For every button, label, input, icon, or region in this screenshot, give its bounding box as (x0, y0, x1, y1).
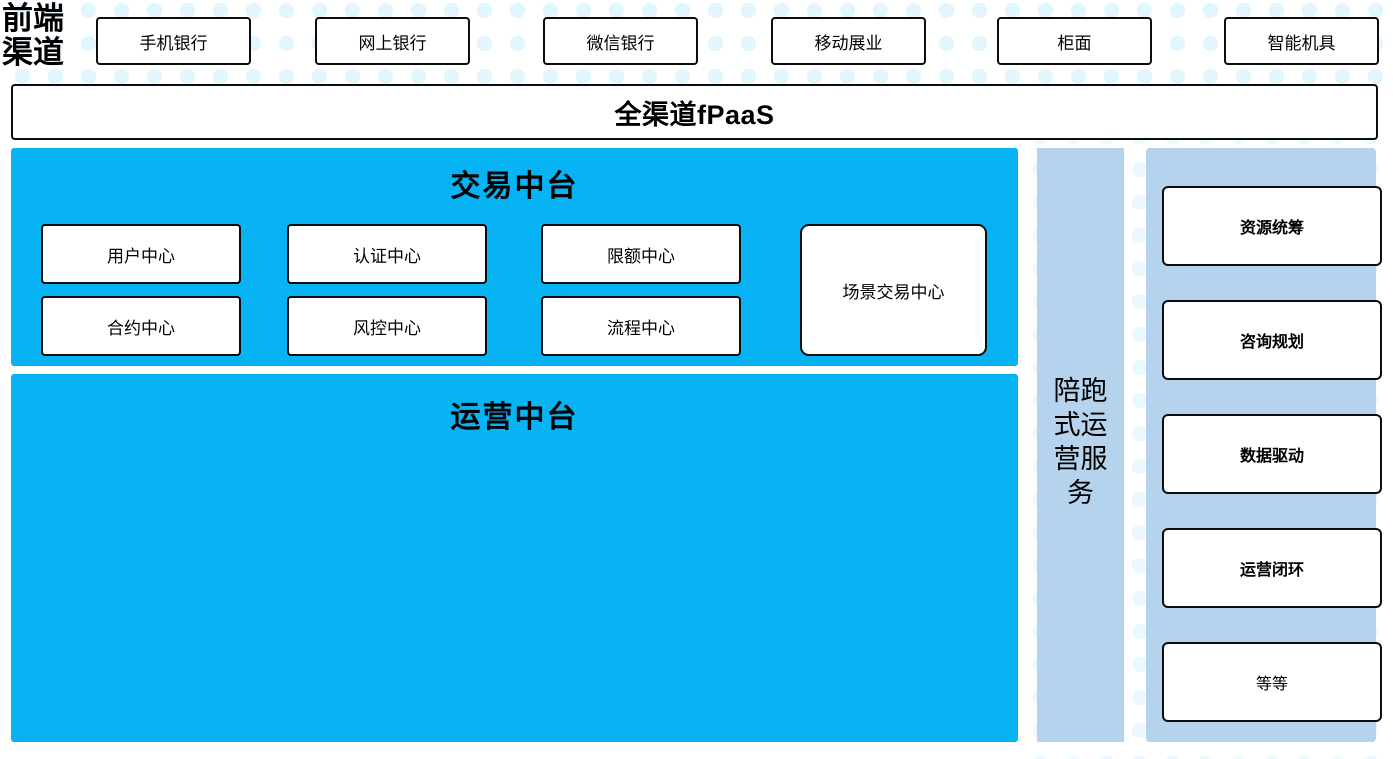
accompany-service-label: 陪跑 式运 营服 务 (1053, 376, 1108, 508)
channel-box-wechat-bank[interactable]: 微信银行 (543, 17, 698, 65)
transaction-center-title: 交易中台 (450, 170, 579, 203)
channel-box-smart-machine[interactable]: 智能机具 (1224, 17, 1379, 65)
service-card-consulting[interactable]: 咨询规划 (1162, 300, 1382, 380)
accompany-service-column: 陪跑 式运 营服 务 (1037, 148, 1124, 742)
channel-box-mobile-bank[interactable]: 手机银行 (96, 17, 251, 65)
service-card-resource[interactable]: 资源统筹 (1162, 186, 1382, 266)
center-box-scene-transaction[interactable]: 场景交易中心 (800, 224, 987, 356)
front-channel-label: 前端 渠道 (2, 1, 64, 70)
service-card-ops-loop[interactable]: 运营闭环 (1162, 528, 1382, 608)
center-box-user[interactable]: 用户中心 (41, 224, 241, 284)
fpaas-bar[interactable]: 全渠道fPaaS (11, 84, 1378, 140)
service-card-etc[interactable]: 等等 (1162, 642, 1382, 722)
channel-box-counter[interactable]: 柜面 (997, 17, 1152, 65)
center-box-risk[interactable]: 风控中心 (287, 296, 487, 356)
center-box-contract[interactable]: 合约中心 (41, 296, 241, 356)
service-card-data-driven[interactable]: 数据驱动 (1162, 414, 1382, 494)
operations-center-panel: 运营中台 (11, 374, 1018, 742)
channel-box-internet-bank[interactable]: 网上银行 (315, 17, 470, 65)
service-panel: 资源统筹 咨询规划 数据驱动 运营闭环 等等 (1146, 148, 1382, 742)
center-box-auth[interactable]: 认证中心 (287, 224, 487, 284)
channel-box-mobile-business[interactable]: 移动展业 (771, 17, 926, 65)
operations-center-title: 运营中台 (450, 401, 579, 434)
center-box-process[interactable]: 流程中心 (541, 296, 741, 356)
center-box-limit[interactable]: 限额中心 (541, 224, 741, 284)
